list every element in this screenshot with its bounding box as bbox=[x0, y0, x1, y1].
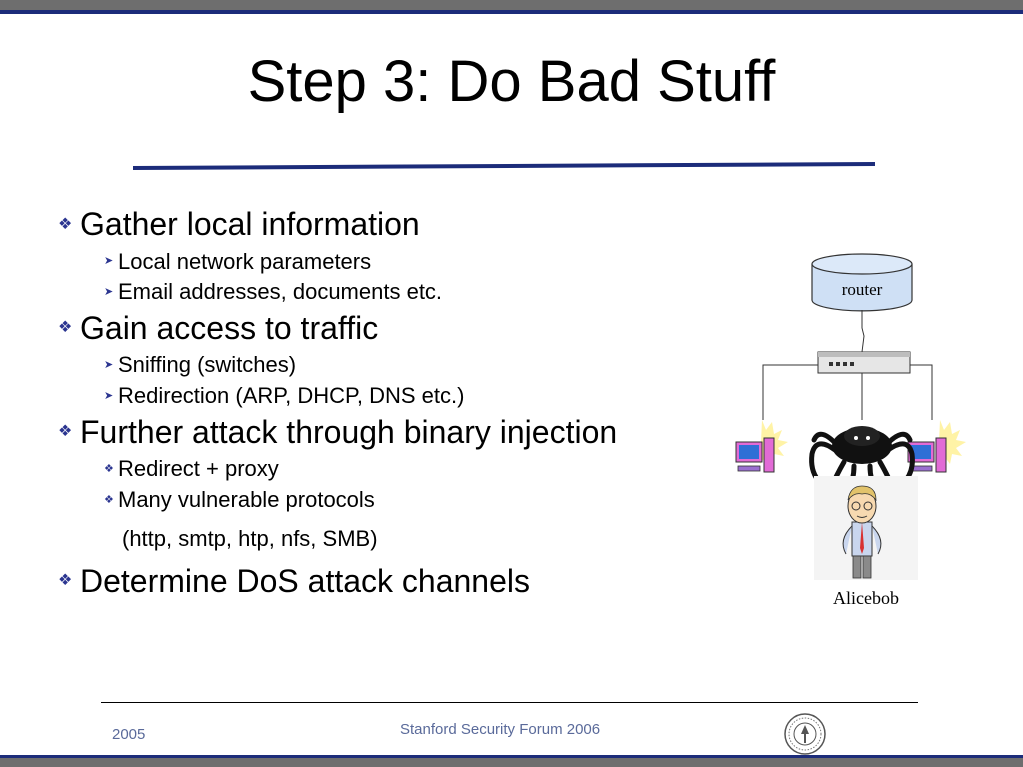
sub-bullet-item: ❖ Many vulnerable protocols bbox=[104, 485, 718, 516]
spider-icon bbox=[809, 426, 915, 493]
arrow-bullet-icon: ➤ bbox=[104, 255, 114, 268]
sub-bullet-text: Many vulnerable protocols bbox=[118, 487, 375, 513]
diamond-bullet-icon: ❖ bbox=[104, 493, 114, 506]
router-database-icon bbox=[811, 253, 913, 312]
diamond-bullet-icon: ❖ bbox=[58, 572, 73, 590]
bullet-item: ❖ Determine DoS attack channels bbox=[58, 561, 718, 604]
network-diagram: router Alicebob bbox=[720, 240, 1000, 620]
bullet-text: Determine DoS attack channels bbox=[80, 562, 530, 599]
sub-bullet-item: ➤ Local network parameters bbox=[104, 247, 718, 278]
bullet-item: ❖ Gain access to traffic bbox=[58, 308, 718, 351]
bullet-list: ❖ Gather local information ➤ Local network… bbox=[58, 204, 718, 603]
router-label: router bbox=[841, 280, 883, 299]
footer-divider bbox=[101, 702, 918, 703]
diamond-bullet-icon: ❖ bbox=[104, 463, 114, 476]
title-underline bbox=[133, 162, 875, 170]
sub-bullet-text: Redirect + proxy bbox=[118, 456, 279, 482]
footer-year: 2005 bbox=[112, 726, 146, 743]
arrow-bullet-icon: ➤ bbox=[104, 359, 114, 372]
sub-bullet-text: Local network parameters bbox=[118, 248, 372, 274]
stanford-seal-icon bbox=[784, 713, 826, 755]
sub-bullet-item: ❖ Redirect + proxy bbox=[104, 454, 718, 485]
person-label: Alicebob bbox=[833, 588, 899, 608]
sub-bullet-text: Email addresses, documents etc. bbox=[118, 279, 443, 305]
arrow-bullet-icon: ➤ bbox=[104, 285, 114, 298]
sub-bullet-text: Redirection (ARP, DHCP, DNS etc.) bbox=[118, 383, 465, 409]
person-icon bbox=[814, 476, 918, 580]
diamond-bullet-icon: ❖ bbox=[58, 215, 73, 233]
diamond-bullet-icon: ❖ bbox=[58, 319, 73, 337]
network-switch-icon bbox=[817, 351, 911, 374]
bullet-item: ❖ Further attack through binary injection bbox=[58, 412, 718, 455]
footer-title: Stanford Security Forum 2006 bbox=[400, 721, 601, 738]
lan-line-right bbox=[910, 364, 933, 420]
sub-bullet-item: ➤ Email addresses, documents etc. bbox=[104, 277, 718, 308]
bottom-border-bar bbox=[0, 755, 1023, 767]
computer-icon bbox=[907, 420, 966, 473]
bullet-text: Gather local information bbox=[80, 206, 420, 242]
arrow-bullet-icon: ➤ bbox=[104, 389, 114, 402]
bullet-text: Further attack through binary injection bbox=[80, 413, 618, 450]
diamond-bullet-icon: ❖ bbox=[58, 423, 73, 441]
lan-line-left bbox=[762, 364, 818, 420]
bullet-item: ❖ Gather local information bbox=[58, 204, 718, 247]
slide-title: Step 3: Do Bad Stuff bbox=[247, 49, 776, 114]
bullet-text: Gain access to traffic bbox=[80, 309, 379, 346]
sub-bullet-item: ➤ Sniffing (switches) bbox=[104, 350, 718, 381]
top-border-bar bbox=[0, 0, 1023, 14]
router-link-line bbox=[861, 310, 865, 353]
computer-icon bbox=[735, 420, 788, 473]
sub-bullet-continuation: (http, smtp, htp, nfs, SMB) bbox=[122, 525, 378, 551]
sub-bullet-text: Sniffing (switches) bbox=[118, 352, 297, 378]
sub-bullet-item: ➤ Redirection (ARP, DHCP, DNS etc.) bbox=[104, 381, 718, 412]
